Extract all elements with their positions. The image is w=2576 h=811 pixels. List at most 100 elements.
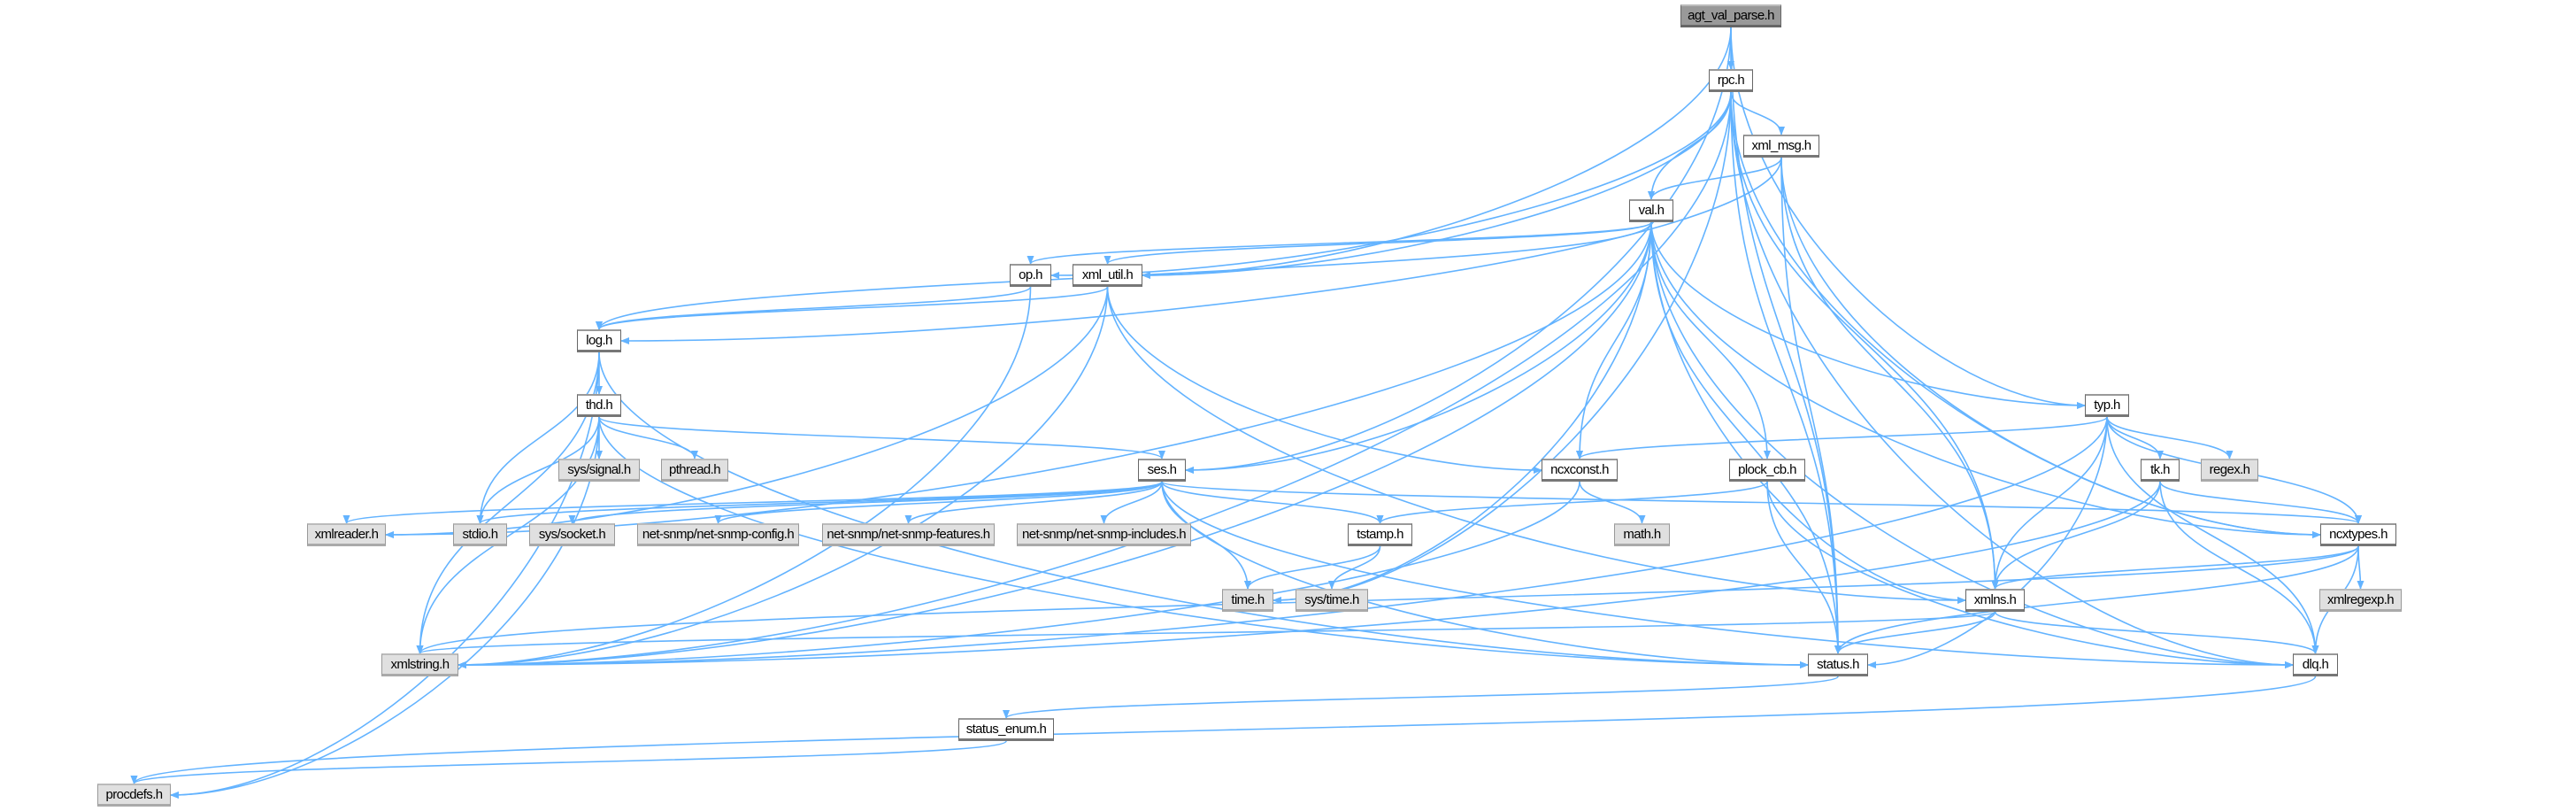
include-edge xyxy=(458,221,1652,668)
node-xmlstring-h[interactable]: xmlstring.h xyxy=(381,653,458,676)
include-edge xyxy=(458,286,1032,668)
node-rpc-h[interactable]: rpc.h xyxy=(1709,69,1753,92)
include-edge xyxy=(416,545,2359,654)
include-edge xyxy=(1106,286,1542,474)
include-edge xyxy=(1730,91,1785,135)
include-edge xyxy=(1834,611,1996,654)
include-edge xyxy=(385,221,1652,538)
node-status-enum-h[interactable]: status_enum.h xyxy=(958,718,1054,741)
include-edge xyxy=(476,416,600,524)
include-edge xyxy=(568,481,1163,524)
include-edge xyxy=(458,286,1109,668)
node-typ-h[interactable]: typ.h xyxy=(2085,394,2129,417)
node-dlq-h[interactable]: dlq.h xyxy=(2293,653,2338,676)
include-edge xyxy=(1650,221,1771,460)
include-edge xyxy=(416,351,600,654)
include-edge xyxy=(1730,91,1842,654)
include-edge xyxy=(1780,157,2321,538)
node-thd-h[interactable]: thd.h xyxy=(577,394,621,417)
include-edge xyxy=(458,481,1580,668)
include-edge xyxy=(1780,157,1842,654)
include-edge xyxy=(1185,27,1732,474)
include-edge xyxy=(1273,221,1652,604)
node-xml-util-h[interactable]: xml_util.h xyxy=(1073,264,1142,287)
node-val-h[interactable]: val.h xyxy=(1629,199,1673,222)
include-edge xyxy=(1161,481,1384,524)
include-edge xyxy=(1142,27,1732,279)
include-edge xyxy=(1648,157,1782,200)
include-edge xyxy=(1867,416,2108,668)
node-stdio-h[interactable]: stdio.h xyxy=(453,523,507,546)
node-tk-h[interactable]: tk.h xyxy=(2141,459,2180,482)
include-edge xyxy=(1003,676,1839,719)
include-edge xyxy=(170,416,600,799)
include-edge xyxy=(385,286,1109,538)
include-edge xyxy=(476,351,600,524)
include-edge xyxy=(1991,416,2108,590)
include-edge xyxy=(1161,481,1809,668)
include-edge xyxy=(1766,481,1842,654)
node-plock-cb-h[interactable]: plock_cb.h xyxy=(1729,459,1805,482)
include-edge xyxy=(714,481,1163,524)
node-time-h[interactable]: time.h xyxy=(1222,589,1273,612)
node-xmlregexp-h[interactable]: xmlregexp.h xyxy=(2319,589,2402,612)
include-edge xyxy=(1994,611,2319,654)
node-net-snmp-features-h[interactable]: net-snmp/net-snmp-features.h xyxy=(822,523,995,546)
include-edge xyxy=(1766,481,2294,668)
include-edge xyxy=(1050,91,1732,279)
node-status-h[interactable]: status.h xyxy=(1808,653,1868,676)
include-edge xyxy=(130,740,1007,784)
include-edge xyxy=(2106,416,2319,654)
node-tstamp-h[interactable]: tstamp.h xyxy=(1348,523,1412,546)
include-edge xyxy=(1576,416,2108,460)
include-edge xyxy=(1650,221,2086,409)
node-op-h[interactable]: op.h xyxy=(1010,264,1051,287)
include-edge xyxy=(1650,221,2294,668)
include-edge xyxy=(170,351,600,799)
include-edge xyxy=(458,91,1732,668)
node-ses-h[interactable]: ses.h xyxy=(1138,459,1186,482)
node-pthread-h[interactable]: pthread.h xyxy=(661,459,728,482)
node-sys-socket-h[interactable]: sys/socket.h xyxy=(529,523,615,546)
include-edge xyxy=(1185,221,1652,474)
include-edge xyxy=(1100,481,1163,524)
include-edge xyxy=(458,481,2161,668)
include-edge xyxy=(598,416,698,460)
include-edge xyxy=(598,351,1809,668)
node-xmlns-h[interactable]: xmlns.h xyxy=(1965,589,2025,612)
include-edge xyxy=(130,676,2317,784)
include-edge xyxy=(1650,221,1966,604)
node-procdefs-h[interactable]: procdefs.h xyxy=(97,784,171,807)
include-edge xyxy=(2159,481,2362,524)
node-agt-val-parse-h[interactable]: agt_val_parse.h xyxy=(1680,4,1781,27)
include-edge xyxy=(620,157,1782,344)
include-edge xyxy=(1161,481,2362,524)
include-edge xyxy=(417,611,1996,654)
node-regex-h[interactable]: regex.h xyxy=(2201,459,2258,482)
node-xml-msg-h[interactable]: xml_msg.h xyxy=(1743,135,1819,158)
node-xmlreader-h[interactable]: xmlreader.h xyxy=(307,523,386,546)
node-net-snmp-config-h[interactable]: net-snmp/net-snmp-config.h xyxy=(637,523,799,546)
node-net-snmp-includes-h[interactable]: net-snmp/net-snmp-includes.h xyxy=(1017,523,1191,546)
node-log-h[interactable]: log.h xyxy=(577,329,621,352)
node-ncxtypes-h[interactable]: ncxtypes.h xyxy=(2320,523,2396,546)
include-edge xyxy=(1103,221,1652,265)
include-edge xyxy=(1650,221,2321,538)
node-ncxconst-h[interactable]: ncxconst.h xyxy=(1542,459,1618,482)
include-edge xyxy=(1244,545,1381,590)
include-edge xyxy=(458,416,2108,668)
include-edge xyxy=(1106,286,1966,604)
node-math-h[interactable]: math.h xyxy=(1614,523,1670,546)
include-edge xyxy=(596,286,1109,330)
node-sys-signal-h[interactable]: sys/signal.h xyxy=(558,459,640,482)
include-edge xyxy=(1991,481,2161,590)
include-edge xyxy=(1730,91,2294,668)
include-edge xyxy=(342,481,1163,524)
include-edge xyxy=(1576,221,1652,460)
node-sys-time-h[interactable]: sys/time.h xyxy=(1296,589,1368,612)
include-edge xyxy=(1834,545,2359,654)
include-edge xyxy=(1780,157,1999,590)
include-edge xyxy=(1376,481,1768,524)
include-edge xyxy=(1991,545,2359,590)
